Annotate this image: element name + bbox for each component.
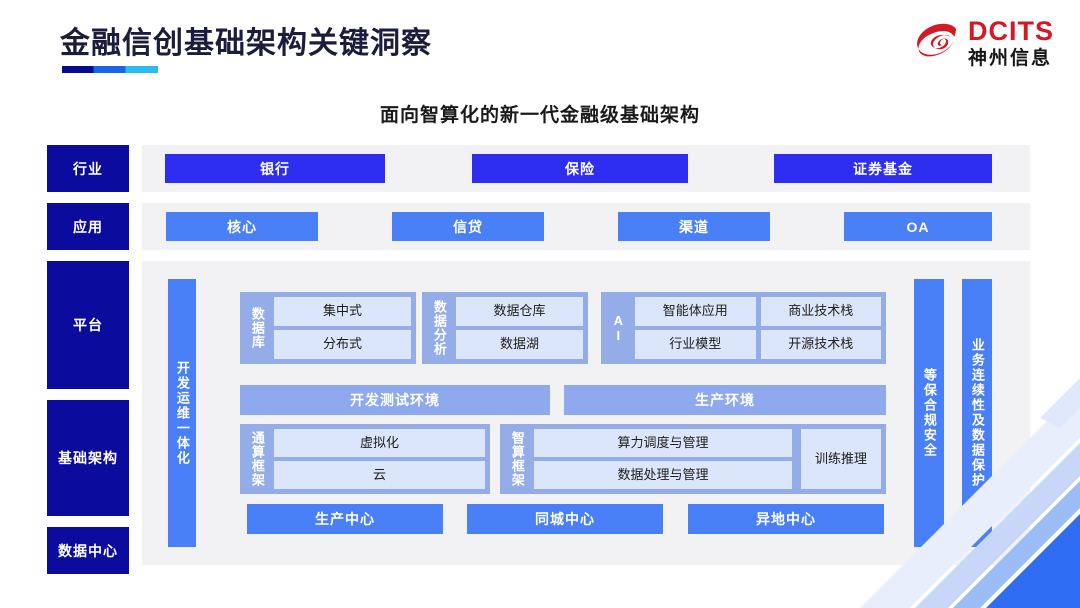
group-label-ai: AI [610,313,626,343]
logo-text-en: DCITS [968,16,1054,46]
vertical-bar-compliance-security[interactable]: 等保合规安全 [914,279,944,547]
group-label-intelligent-compute-framework: 智算框架 [509,431,525,487]
industry-item-bank[interactable]: 银行 [165,154,385,183]
rail-item-infrastructure[interactable]: 基础架构 [47,400,129,516]
application-item-core[interactable]: 核心 [166,212,318,241]
cell-compute-scheduling[interactable]: 算力调度与管理 [534,429,792,457]
group-label-database: 数据库 [249,307,265,349]
group-general-compute-framework[interactable]: 通算框架 虚拟化 云 [240,424,490,494]
cell-centralized[interactable]: 集中式 [274,297,411,326]
application-item-credit[interactable]: 信贷 [392,212,544,241]
title-underline-rule [62,66,158,73]
data-center-remote[interactable]: 异地中心 [688,504,884,534]
group-label-general-compute-framework: 通算框架 [249,431,265,487]
group-label-data-analysis: 数据分析 [431,300,447,356]
industry-item-insurance[interactable]: 保险 [472,154,688,183]
page-header: 金融信创基础架构关键洞察 DCITS 神州信息 [0,0,1080,92]
cell-data-processing[interactable]: 数据处理与管理 [534,461,792,489]
data-center-same-city[interactable]: 同城中心 [467,504,663,534]
rail-item-data-center[interactable]: 数据中心 [47,527,129,574]
devops-vertical-bar[interactable]: 开发运维一体化 [168,279,196,547]
group-database[interactable]: 数据库 集中式 分布式 [240,292,416,364]
rail-item-application[interactable]: 应用 [47,203,129,250]
diagram-subtitle: 面向智算化的新一代金融级基础架构 [379,105,700,126]
cell-data-lake[interactable]: 数据湖 [456,330,583,359]
vertical-bar-business-continuity[interactable]: 业务连续性及数据保护 [962,279,992,547]
application-item-oa[interactable]: OA [844,212,992,241]
page-title: 金融信创基础架构关键洞察 [60,27,432,60]
logo-text-cn: 神州信息 [968,48,1053,69]
brand-logo: DCITS 神州信息 [912,18,1054,68]
dcits-swirl-icon [912,19,960,67]
rail-item-industry[interactable]: 行业 [47,145,129,192]
cell-training-inference[interactable]: 训练推理 [801,429,881,489]
env-bar-production[interactable]: 生产环境 [564,385,886,415]
industry-item-securities-fund[interactable]: 证券基金 [774,154,992,183]
cell-data-warehouse[interactable]: 数据仓库 [456,297,583,326]
cell-industry-model[interactable]: 行业模型 [635,330,756,359]
cell-distributed[interactable]: 分布式 [274,330,411,359]
cell-cloud[interactable]: 云 [274,461,485,489]
group-intelligent-compute-framework[interactable]: 智算框架 算力调度与管理 数据处理与管理 训练推理 [500,424,886,494]
cell-commercial-stack[interactable]: 商业技术栈 [760,297,881,326]
group-data-analysis[interactable]: 数据分析 数据仓库 数据湖 [422,292,588,364]
group-ai[interactable]: AI 智能体应用 商业技术栈 行业模型 开源技术栈 [601,292,886,364]
data-center-production[interactable]: 生产中心 [247,504,443,534]
cell-virtualization[interactable]: 虚拟化 [274,429,485,457]
cell-opensource-stack[interactable]: 开源技术栈 [760,330,881,359]
env-bar-dev-test[interactable]: 开发测试环境 [240,385,550,415]
cell-agent-application[interactable]: 智能体应用 [635,297,756,326]
rail-item-platform[interactable]: 平台 [47,261,129,389]
application-item-channel[interactable]: 渠道 [618,212,770,241]
